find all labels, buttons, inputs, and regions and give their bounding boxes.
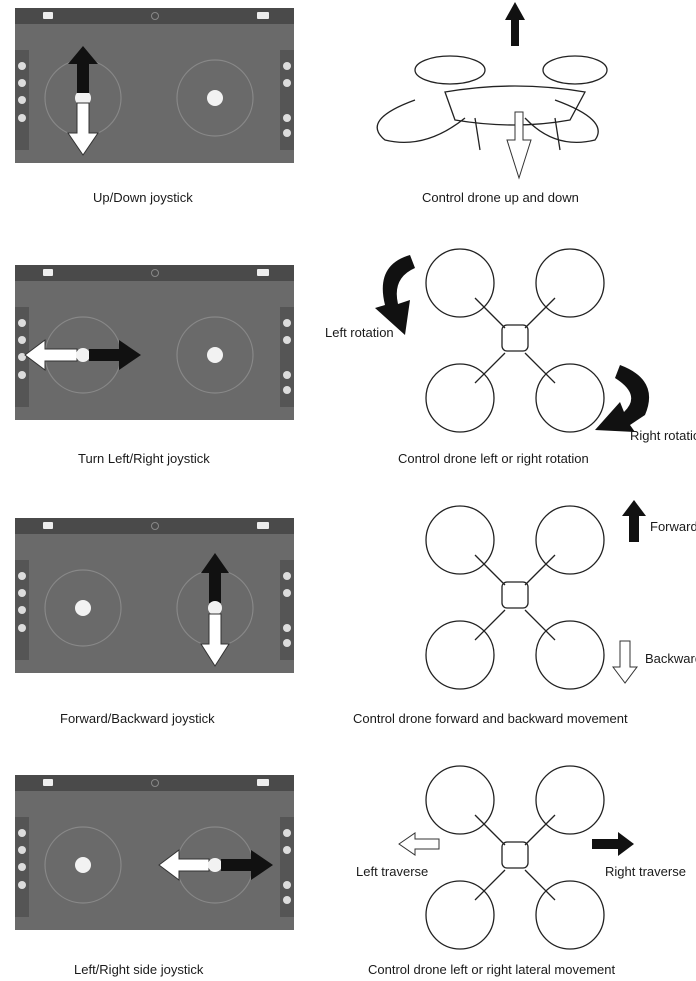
power-icon (151, 12, 159, 20)
app-screen-graphic (15, 775, 294, 917)
power-icon (151, 779, 159, 787)
arrow-up-icon (622, 500, 646, 542)
drone-caption-2: Control drone left or right rotation (398, 451, 589, 466)
app-screen-graphic (15, 265, 294, 407)
rotate-left-icon (375, 255, 415, 335)
joystick-caption-2: Turn Left/Right joystick (78, 451, 210, 466)
video-icon (257, 269, 269, 276)
video-icon (257, 522, 269, 529)
rotate-right-icon (595, 365, 650, 432)
drone-caption-3: Control drone forward and backward movem… (353, 711, 628, 726)
forward-label: Forward (650, 519, 696, 534)
video-icon (257, 779, 269, 786)
joystick-caption-4: Left/Right side joystick (74, 962, 204, 977)
camera-icon (43, 12, 53, 19)
drone-top-view (425, 505, 605, 690)
arrow-up-icon (201, 553, 229, 603)
drone-top-view (425, 248, 605, 433)
drone-top-view (425, 765, 605, 950)
backward-label: Backward (645, 651, 696, 666)
app-screen-graphic (15, 518, 294, 667)
drone-side-view (376, 2, 608, 180)
arrow-right-icon (89, 340, 141, 370)
right-traverse-label: Right traverse (605, 864, 686, 879)
app-screen-forward-backward (15, 518, 294, 673)
drone-caption-4: Control drone left or right lateral move… (368, 962, 616, 977)
arrow-right-icon (592, 832, 634, 856)
arrow-down-icon (67, 102, 99, 156)
joystick-caption-3: Forward/Backward joystick (60, 711, 215, 726)
app-screen-updown (15, 8, 294, 163)
arrow-down-icon (200, 613, 230, 667)
arrow-left-icon (158, 849, 210, 881)
arrow-down-icon (506, 111, 532, 180)
left-rotation-label: Left rotation (325, 325, 394, 340)
right-rotation-label: Right rotation (630, 428, 696, 443)
camera-icon (43, 522, 53, 529)
power-icon (151, 269, 159, 277)
arrow-left-icon (24, 339, 78, 371)
camera-icon (43, 779, 53, 786)
left-traverse-label: Left traverse (356, 864, 429, 879)
joystick-caption-1: Up/Down joystick (93, 190, 193, 205)
arrow-up-icon (68, 46, 98, 93)
app-screen-graphic (15, 8, 294, 156)
arrow-down-icon (612, 640, 638, 684)
joystick-knob (75, 90, 91, 106)
app-screen-rotate (15, 265, 294, 420)
video-icon (257, 12, 269, 19)
arrow-left-icon (398, 832, 440, 856)
camera-icon (43, 269, 53, 276)
arrow-right-icon (221, 850, 273, 880)
drone-caption-1: Control drone up and down (422, 190, 579, 205)
app-screen-lateral (15, 775, 294, 930)
power-icon (151, 522, 159, 530)
arrow-up-icon (505, 2, 525, 46)
